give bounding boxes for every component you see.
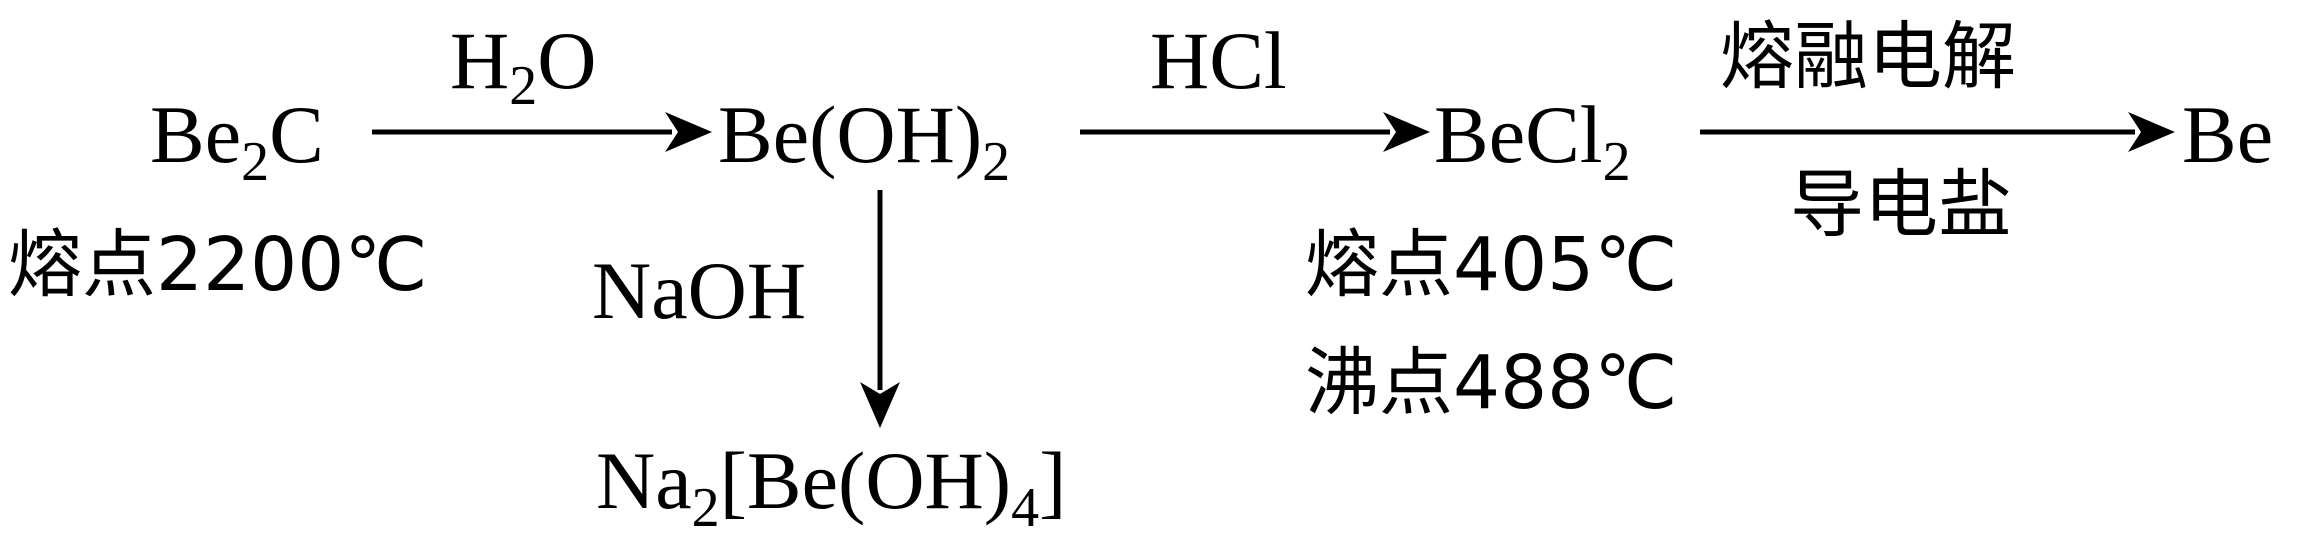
species-becl2: BeCl2: [1434, 89, 1631, 193]
be2c-melting-point: 熔点2200℃: [8, 222, 427, 308]
species-beoh2: Be(OH)2: [718, 89, 1010, 193]
reagent-h2o: H2O: [450, 15, 596, 117]
arrow-be2c-to-beoh2: [372, 112, 712, 152]
arrow-beoh2-to-becl2: [1080, 112, 1430, 152]
becl2-boiling-point: 沸点488℃: [1305, 340, 1677, 426]
species-be2c: Be2C: [150, 89, 324, 193]
species-be: Be: [2182, 89, 2273, 180]
becl2-melting-point: 熔点405℃: [1305, 222, 1677, 308]
reagent-electrolysis-top: 熔融电解: [1720, 14, 2016, 100]
arrow-becl2-to-be: [1700, 112, 2175, 152]
species-na2beoh4: Na2[Be(OH)4]: [596, 435, 1066, 538]
reagent-electrolysis-bottom: 导电盐: [1790, 162, 2012, 248]
arrow-beoh2-to-na2beoh4: [860, 190, 900, 428]
reagent-hcl: HCl: [1150, 15, 1287, 106]
reagent-naoh: NaOH: [592, 245, 806, 336]
